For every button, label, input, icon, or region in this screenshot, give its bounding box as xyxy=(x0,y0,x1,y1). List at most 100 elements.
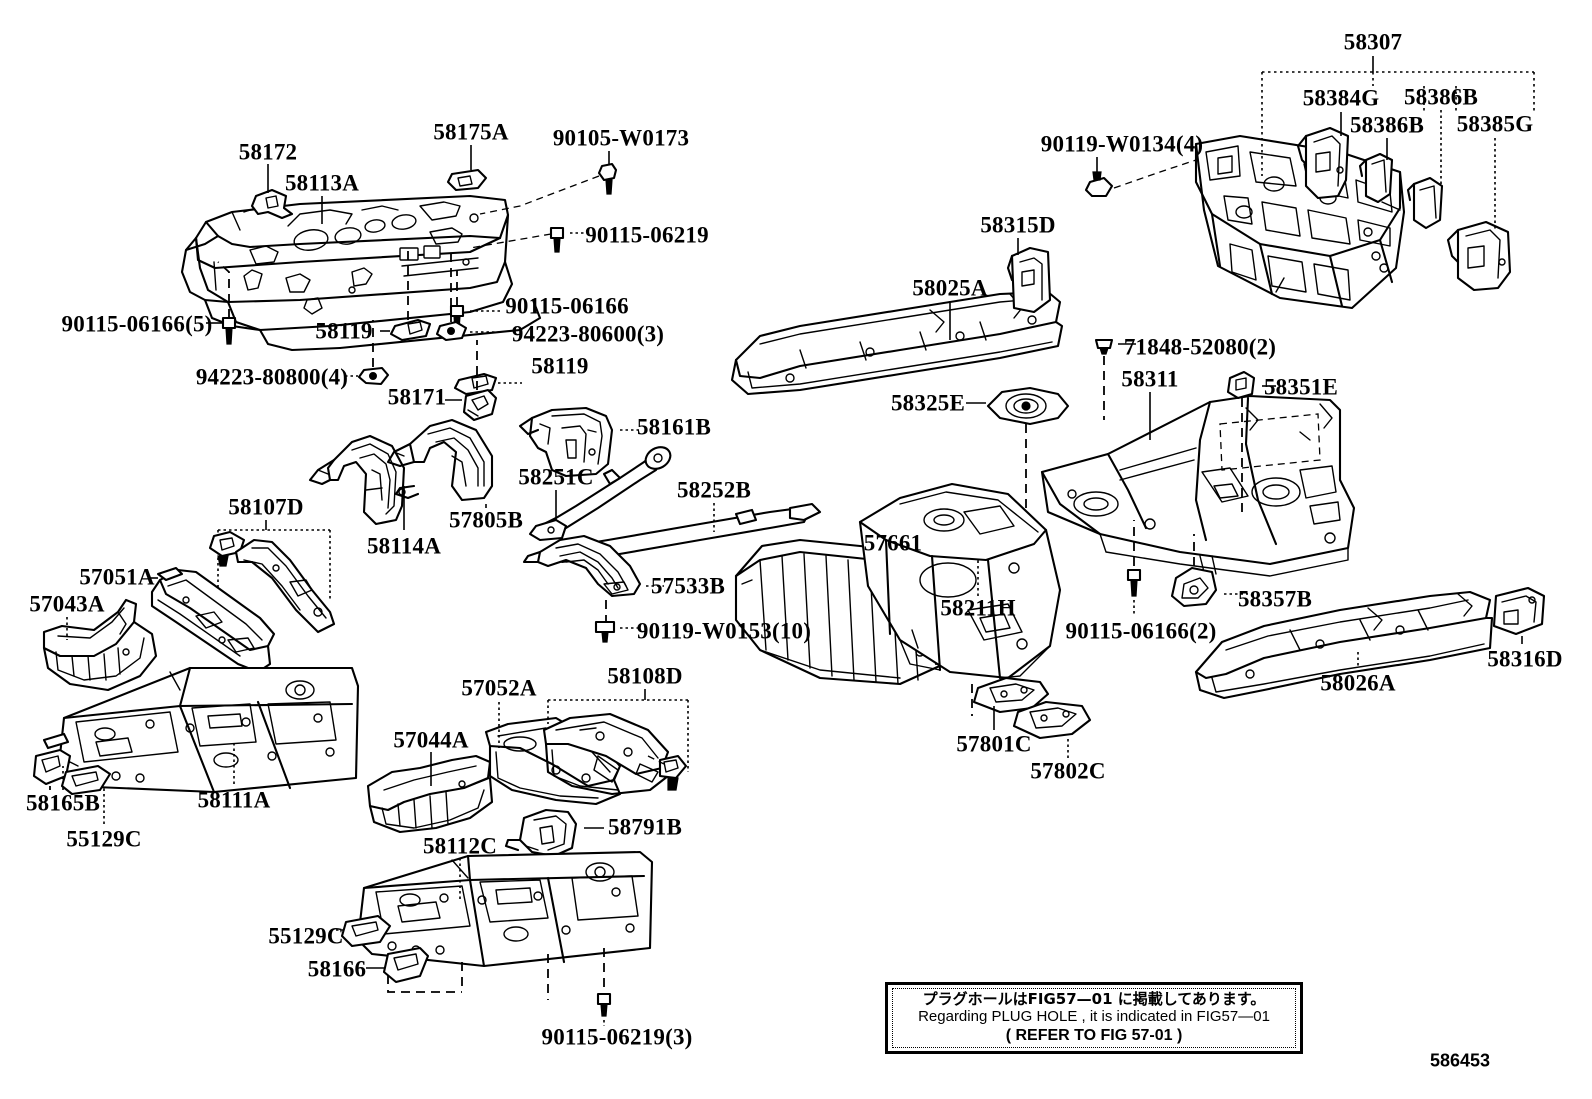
part-90115-06166-5-bolt xyxy=(221,316,237,345)
part-label-58325E: 58325E xyxy=(890,390,966,416)
part-label-57802C: 57802C xyxy=(1030,758,1106,784)
part-label-94223-80800: 94223-80800(4) xyxy=(195,364,349,390)
part-label-90105-W0173: 90105-W0173 xyxy=(552,125,690,151)
part-label-55129C-lower: 55129C xyxy=(268,923,344,949)
part-label-90115-06166: 90115-06166 xyxy=(505,293,629,319)
part-58108D-clip xyxy=(658,754,688,791)
part-label-58107D: 58107D xyxy=(228,494,304,520)
part-label-57044A: 57044A xyxy=(393,727,469,753)
part-label-58165B: 58165B xyxy=(25,790,101,816)
part-label-58112C: 58112C xyxy=(422,833,498,859)
part-58385G-bracket xyxy=(1446,220,1512,292)
part-90119-W0153-bolt xyxy=(594,620,616,643)
part-label-58172: 58172 xyxy=(238,139,298,165)
part-label-57805B: 57805B xyxy=(448,507,524,533)
part-58175A-clip xyxy=(446,168,488,192)
part-57801C-bracket xyxy=(972,676,1050,714)
part-58111A-floor-pan xyxy=(42,666,360,794)
part-label-58357B: 58357B xyxy=(1237,586,1313,612)
part-58114A-gusset xyxy=(308,434,406,526)
part-90115-06219-3-bolt xyxy=(596,992,612,1017)
part-58384G-bracket xyxy=(1296,126,1350,200)
part-94223-80600-grommet xyxy=(435,320,468,342)
part-label-58161B: 58161B xyxy=(636,414,712,440)
part-label-90115-06166-2: 90115-06166(2) xyxy=(1065,618,1217,644)
part-58025A-crossmember xyxy=(730,290,1064,396)
part-label-58108D: 58108D xyxy=(607,663,683,689)
part-58386B-bracket-1 xyxy=(1358,152,1394,204)
part-label-58252B: 58252B xyxy=(676,477,752,503)
part-94223-80800-grommet xyxy=(357,366,390,386)
part-label-57801C: 57801C xyxy=(956,731,1032,757)
part-58311-rear-floor-pan xyxy=(1040,394,1356,577)
part-57805B-gusset xyxy=(386,418,494,502)
part-58307-dash-panel xyxy=(1194,134,1406,310)
part-58211H-center-floor xyxy=(858,482,1062,680)
part-58161B-bracket xyxy=(518,406,614,478)
part-label-58026A: 58026A xyxy=(1320,670,1396,696)
part-label-57533B: 57533B xyxy=(650,573,726,599)
part-label-58114A: 58114A xyxy=(366,533,442,559)
part-58172-clip xyxy=(250,188,294,220)
plug-hole-note-box: プラグホールはFIG57—01 に掲載してあります。 Regarding PLU… xyxy=(885,982,1303,1054)
part-label-58119-lower: 58119 xyxy=(531,353,589,379)
part-57051A-member xyxy=(150,566,276,674)
part-58026A-crossmember xyxy=(1194,590,1494,700)
part-label-90115-06219: 90115-06219 xyxy=(585,222,709,248)
part-label-58311: 58311 xyxy=(1121,366,1179,392)
part-90115-06166-2-bolt xyxy=(1126,568,1142,597)
part-58357B-bracket xyxy=(1170,566,1218,608)
part-label-58351E: 58351E xyxy=(1263,374,1339,400)
part-label-58386B-left: 58386B xyxy=(1349,112,1425,138)
part-57044A-member xyxy=(366,754,494,834)
part-label-58111A: 58111A xyxy=(197,787,271,813)
part-label-90115-06219-3: 90115-06219(3) xyxy=(541,1024,693,1050)
part-58112C-floor-pan xyxy=(356,850,654,968)
part-57802C-bracket xyxy=(1012,700,1092,740)
note-english: Regarding PLUG HOLE , it is indicated in… xyxy=(918,1008,1270,1026)
note-reference: ( REFER TO FIG 57-01 ) xyxy=(1005,1027,1183,1045)
part-58119-clip-lower xyxy=(453,372,498,396)
part-label-58791B: 58791B xyxy=(607,814,683,840)
part-label-57043A: 57043A xyxy=(29,591,105,617)
part-58315D-bracket xyxy=(1006,246,1052,314)
part-label-55129C-upper: 55129C xyxy=(66,826,142,852)
part-label-90115-06166-5: 90115-06166(5) xyxy=(61,311,213,337)
part-label-57661: 57661 xyxy=(863,530,923,556)
part-label-58307: 58307 xyxy=(1343,29,1403,55)
part-58166-clip xyxy=(382,946,430,984)
part-58171-bracket xyxy=(462,388,498,422)
part-label-90119-W0134: 90119-W0134(4) xyxy=(1040,131,1204,157)
part-58251C-brace xyxy=(528,446,672,542)
part-58119-clip-upper xyxy=(389,318,432,342)
part-57533B-crossmember xyxy=(522,534,642,598)
figure-number: 586453 xyxy=(1429,1050,1491,1071)
note-japanese: プラグホールはFIG57—01 に掲載してあります。 xyxy=(922,989,1266,1008)
part-label-58113A: 58113A xyxy=(284,170,360,196)
part-label-57051A: 57051A xyxy=(79,564,155,590)
part-label-58385G: 58385G xyxy=(1456,111,1534,137)
part-90119-W0134-nut xyxy=(1084,171,1114,198)
part-58351E-bracket xyxy=(1226,370,1256,400)
part-label-58171: 58171 xyxy=(387,384,447,410)
assembly-line-90105 xyxy=(479,175,600,215)
part-label-71848-52080: 71848-52080(2) xyxy=(1123,334,1277,360)
part-58107D-bracket-small xyxy=(208,530,246,567)
part-90115-06219-bolt xyxy=(549,226,565,253)
part-label-58316D: 58316D xyxy=(1487,646,1563,672)
part-label-57052A: 57052A xyxy=(461,675,537,701)
part-label-58175A: 58175A xyxy=(433,119,509,145)
part-label-58119-upper: 58119 xyxy=(315,318,373,344)
part-label-58211H: 58211H xyxy=(940,595,1016,621)
part-label-58166: 58166 xyxy=(307,956,367,982)
part-58386B-bracket-2 xyxy=(1406,176,1444,230)
part-90105-W0173-bolt xyxy=(597,162,618,195)
part-label-58315D: 58315D xyxy=(980,212,1056,238)
part-55129C-clip-left xyxy=(60,764,112,796)
part-label-90119-W0153: 90119-W0153(10) xyxy=(636,618,812,644)
part-57043A-member xyxy=(42,598,158,692)
part-58316D-bracket xyxy=(1492,586,1546,636)
part-55129C-clip-lower xyxy=(340,914,392,948)
